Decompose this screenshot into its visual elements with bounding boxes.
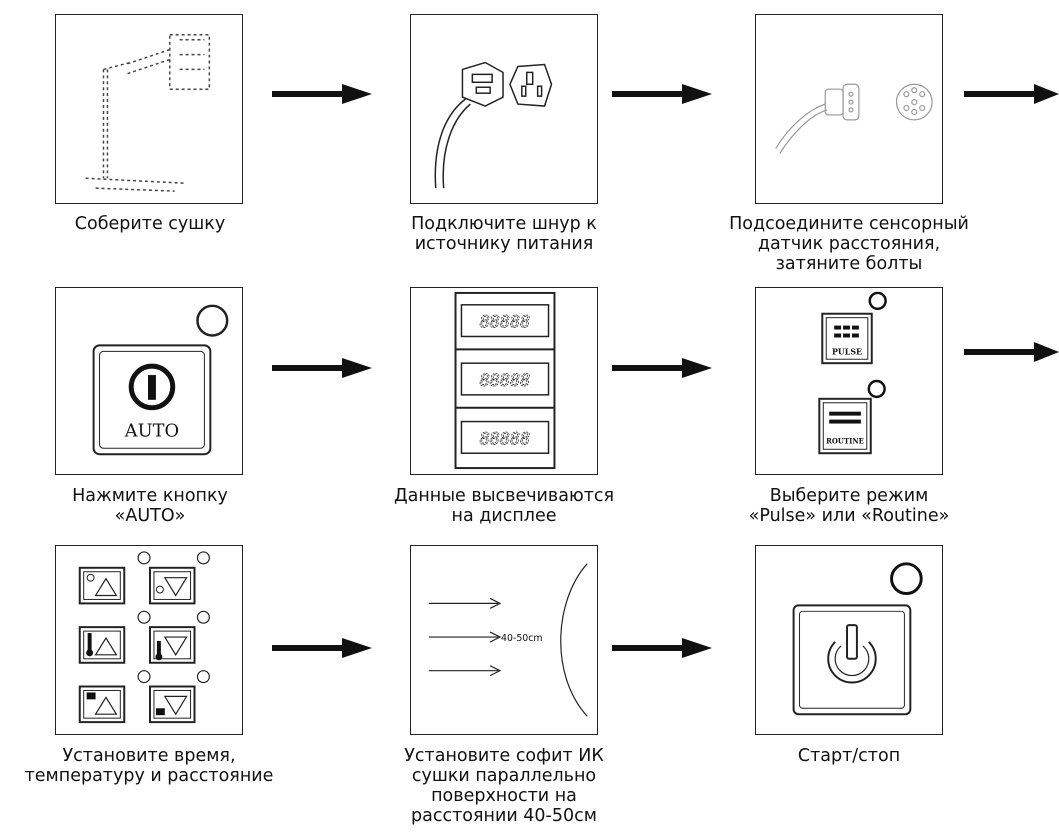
arrow-icon [964, 342, 1059, 362]
caption-line: Установите время, [62, 746, 236, 766]
caption-line: Выберите режим [769, 486, 929, 506]
start-stop-illustration [792, 562, 923, 716]
mode-buttons-illustration: PULSE ROUTINE [818, 291, 887, 455]
dryer-stand-illustration [85, 34, 211, 192]
display-readout-1: 88888 [480, 312, 531, 332]
display-readout-3: 88888 [480, 428, 531, 448]
power-plug-illustration [434, 61, 553, 189]
arrow-icon [272, 358, 372, 378]
caption-line: источнику питания [414, 234, 594, 254]
step-mode-caption: Выберите режим «Pulse» или «Routine» [710, 486, 988, 526]
caption-line: Нажмите кнопку [72, 486, 228, 506]
arrow-icon [612, 84, 712, 104]
step-display-caption: Данные высвечиваются на дисплее [380, 486, 628, 526]
step-settings-caption: Установите время, температуру и расстоян… [10, 746, 288, 786]
sensor-connector-illustration [775, 83, 933, 154]
pulse-label: PULSE [832, 347, 862, 356]
caption-line: Установите софит ИК [404, 746, 604, 766]
arrow-icon [272, 84, 372, 104]
step-plug-panel [410, 14, 598, 204]
step-assemble-caption: Соберите сушку [45, 214, 255, 234]
step-mode-panel: PULSE ROUTINE [755, 287, 943, 475]
routine-label: ROUTINE [826, 437, 864, 445]
step-settings-panel [55, 545, 243, 735]
step-display-panel: 88888 88888 88888 [410, 287, 598, 475]
auto-button-illustration: AUTO [92, 304, 229, 456]
distance-illustration: 40-50cm [428, 563, 588, 717]
step-start-caption: Старт/стоп [710, 746, 988, 766]
caption-line: Соберите сушку [74, 214, 226, 234]
caption-line: Подсоедините сенсорный [729, 214, 969, 234]
step-start-panel [755, 545, 943, 735]
caption-line: расстоянии 40-50см [411, 806, 597, 826]
step-auto-panel: AUTO [55, 287, 243, 475]
arrow-icon [612, 358, 712, 378]
caption-line: поверхности на [431, 786, 577, 806]
settings-buttons-illustration [78, 551, 210, 724]
step-plug-caption: Подключите шнур к источнику питания [380, 214, 628, 254]
auto-label: AUTO [124, 420, 179, 441]
caption-line: Данные высвечиваются [393, 486, 615, 506]
caption-line: затяните болты [775, 254, 923, 274]
caption-line: сушки параллельно [411, 766, 597, 786]
display-readout-2: 88888 [480, 370, 531, 390]
caption-line: датчик расстояния, [757, 234, 941, 254]
caption-line: температуру и расстояние [24, 766, 274, 786]
caption-line: Старт/стоп [797, 746, 901, 766]
step-distance-caption: Установите софит ИК сушки параллельно по… [380, 746, 628, 826]
arrow-icon [964, 84, 1059, 104]
step-assemble-panel [55, 14, 243, 204]
step-sensor-panel [755, 14, 943, 204]
display-illustration: 88888 88888 88888 [454, 291, 556, 470]
step-sensor-caption: Подсоедините сенсорный датчик расстояния… [710, 214, 988, 274]
caption-line: Подключите шнур к [411, 214, 597, 234]
distance-label: 40-50cm [501, 633, 543, 644]
step-auto-caption: Нажмите кнопку «AUTO» [45, 486, 255, 526]
step-distance-panel: 40-50cm [410, 545, 598, 735]
caption-line: на дисплее [451, 506, 557, 526]
arrow-icon [272, 638, 372, 658]
arrow-icon [612, 638, 712, 658]
caption-line: «AUTO» [114, 506, 186, 526]
caption-line: «Pulse» или «Routine» [748, 506, 950, 526]
